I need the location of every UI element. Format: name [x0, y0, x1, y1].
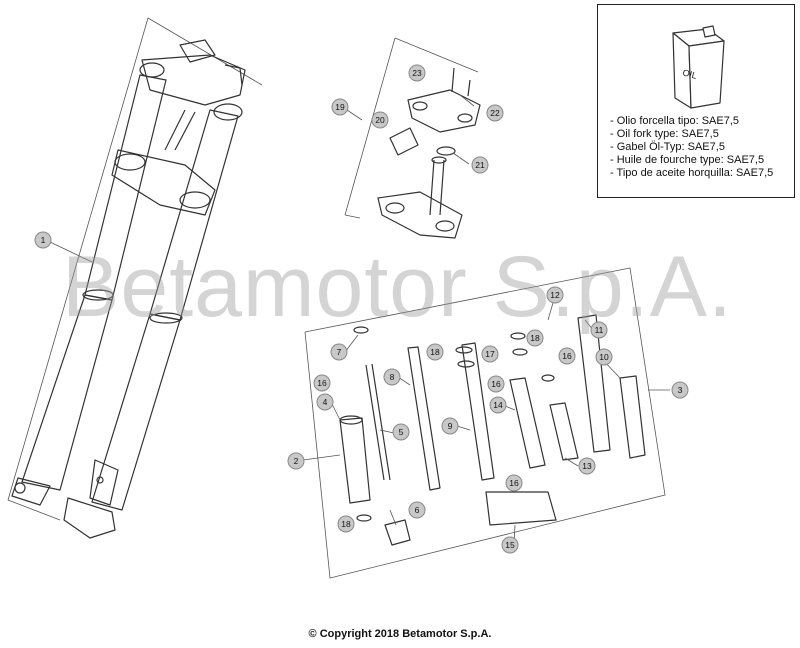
callout-16c: 16 [558, 347, 576, 365]
callout-22: 22 [486, 104, 504, 122]
svg-text:18: 18 [430, 347, 440, 357]
callout-6: 6 [408, 501, 426, 519]
callout-18a: 18 [426, 343, 444, 361]
cartridge-parts-drawing [304, 267, 666, 579]
callout-14: 14 [489, 396, 507, 414]
svg-text:18: 18 [341, 519, 351, 529]
svg-text:4: 4 [323, 397, 328, 407]
oil-spec-line-es: - Tipo de aceite horquilla: SAE7,5 [610, 167, 774, 179]
svg-text:8: 8 [390, 372, 395, 382]
callout-2: 2 [287, 452, 305, 470]
callout-23: 23 [408, 64, 426, 82]
svg-text:5: 5 [399, 427, 404, 437]
callout-1: 1 [34, 231, 52, 249]
oil-can-icon: OIL [672, 25, 725, 109]
oil-spec-list: - Olio forcella tipo: SAE7,5 - Oil fork … [610, 115, 773, 180]
callout-16b: 16 [487, 375, 505, 393]
oil-spec-box: OIL - Olio forcella tipo: SAE7,5 - Oil f… [597, 4, 795, 198]
svg-text:17: 17 [485, 349, 495, 359]
svg-text:19: 19 [335, 102, 345, 112]
svg-text:16: 16 [562, 351, 572, 361]
svg-text:20: 20 [375, 115, 385, 125]
svg-text:16: 16 [509, 478, 519, 488]
oil-spec-line-de: - Gabel Öl-Typ: SAE7,5 [610, 141, 725, 153]
svg-text:3: 3 [678, 385, 683, 395]
svg-text:6: 6 [415, 505, 420, 515]
svg-text:14: 14 [493, 400, 503, 410]
oil-spec-line-fr: - Huile de fourche type: SAE7,5 [610, 154, 765, 166]
svg-text:10: 10 [599, 352, 609, 362]
callout-labels: 1 2 3 4 5 6 7 8 9 10 11 12 13 14 15 16 1… [34, 64, 689, 554]
callout-20: 20 [371, 111, 389, 129]
svg-text:21: 21 [475, 160, 485, 170]
callout-18b: 18 [526, 329, 544, 347]
fork-assembly-drawing [7, 17, 263, 539]
callout-16d: 16 [505, 474, 523, 492]
callout-4: 4 [316, 393, 334, 411]
callout-9: 9 [441, 417, 459, 435]
callout-5: 5 [392, 423, 410, 441]
svg-text:15: 15 [505, 540, 515, 550]
callout-15: 15 [501, 536, 519, 554]
callout-12: 12 [546, 286, 564, 304]
svg-text:18: 18 [530, 333, 540, 343]
oil-spec-line-it: - Olio forcella tipo: SAE7,5 [610, 115, 740, 127]
svg-text:7: 7 [337, 347, 342, 357]
svg-text:9: 9 [448, 421, 453, 431]
callout-16a: 16 [313, 374, 331, 392]
callout-13: 13 [578, 457, 596, 475]
steering-stem-drawing [344, 37, 481, 239]
svg-text:16: 16 [317, 378, 327, 388]
svg-text:23: 23 [412, 68, 422, 78]
callout-17: 17 [481, 345, 499, 363]
copyright-footer: © Copyright 2018 Betamotor S.p.A. [308, 628, 492, 640]
callout-7: 7 [330, 343, 348, 361]
callout-21: 21 [471, 156, 489, 174]
callout-3: 3 [671, 381, 689, 399]
callout-19: 19 [331, 98, 349, 116]
svg-text:2: 2 [294, 456, 299, 466]
callout-8: 8 [383, 368, 401, 386]
svg-text:12: 12 [550, 290, 560, 300]
callout-11: 11 [590, 321, 608, 339]
callout-10: 10 [595, 348, 613, 366]
svg-text:11: 11 [595, 325, 604, 335]
oil-can-label: OIL [681, 67, 698, 80]
svg-text:22: 22 [490, 108, 500, 118]
callout-18c: 18 [337, 515, 355, 533]
svg-text:1: 1 [41, 235, 46, 245]
svg-text:13: 13 [582, 461, 592, 471]
oil-spec-line-en: - Oil fork type: SAE7,5 [610, 128, 719, 140]
svg-text:16: 16 [491, 379, 501, 389]
